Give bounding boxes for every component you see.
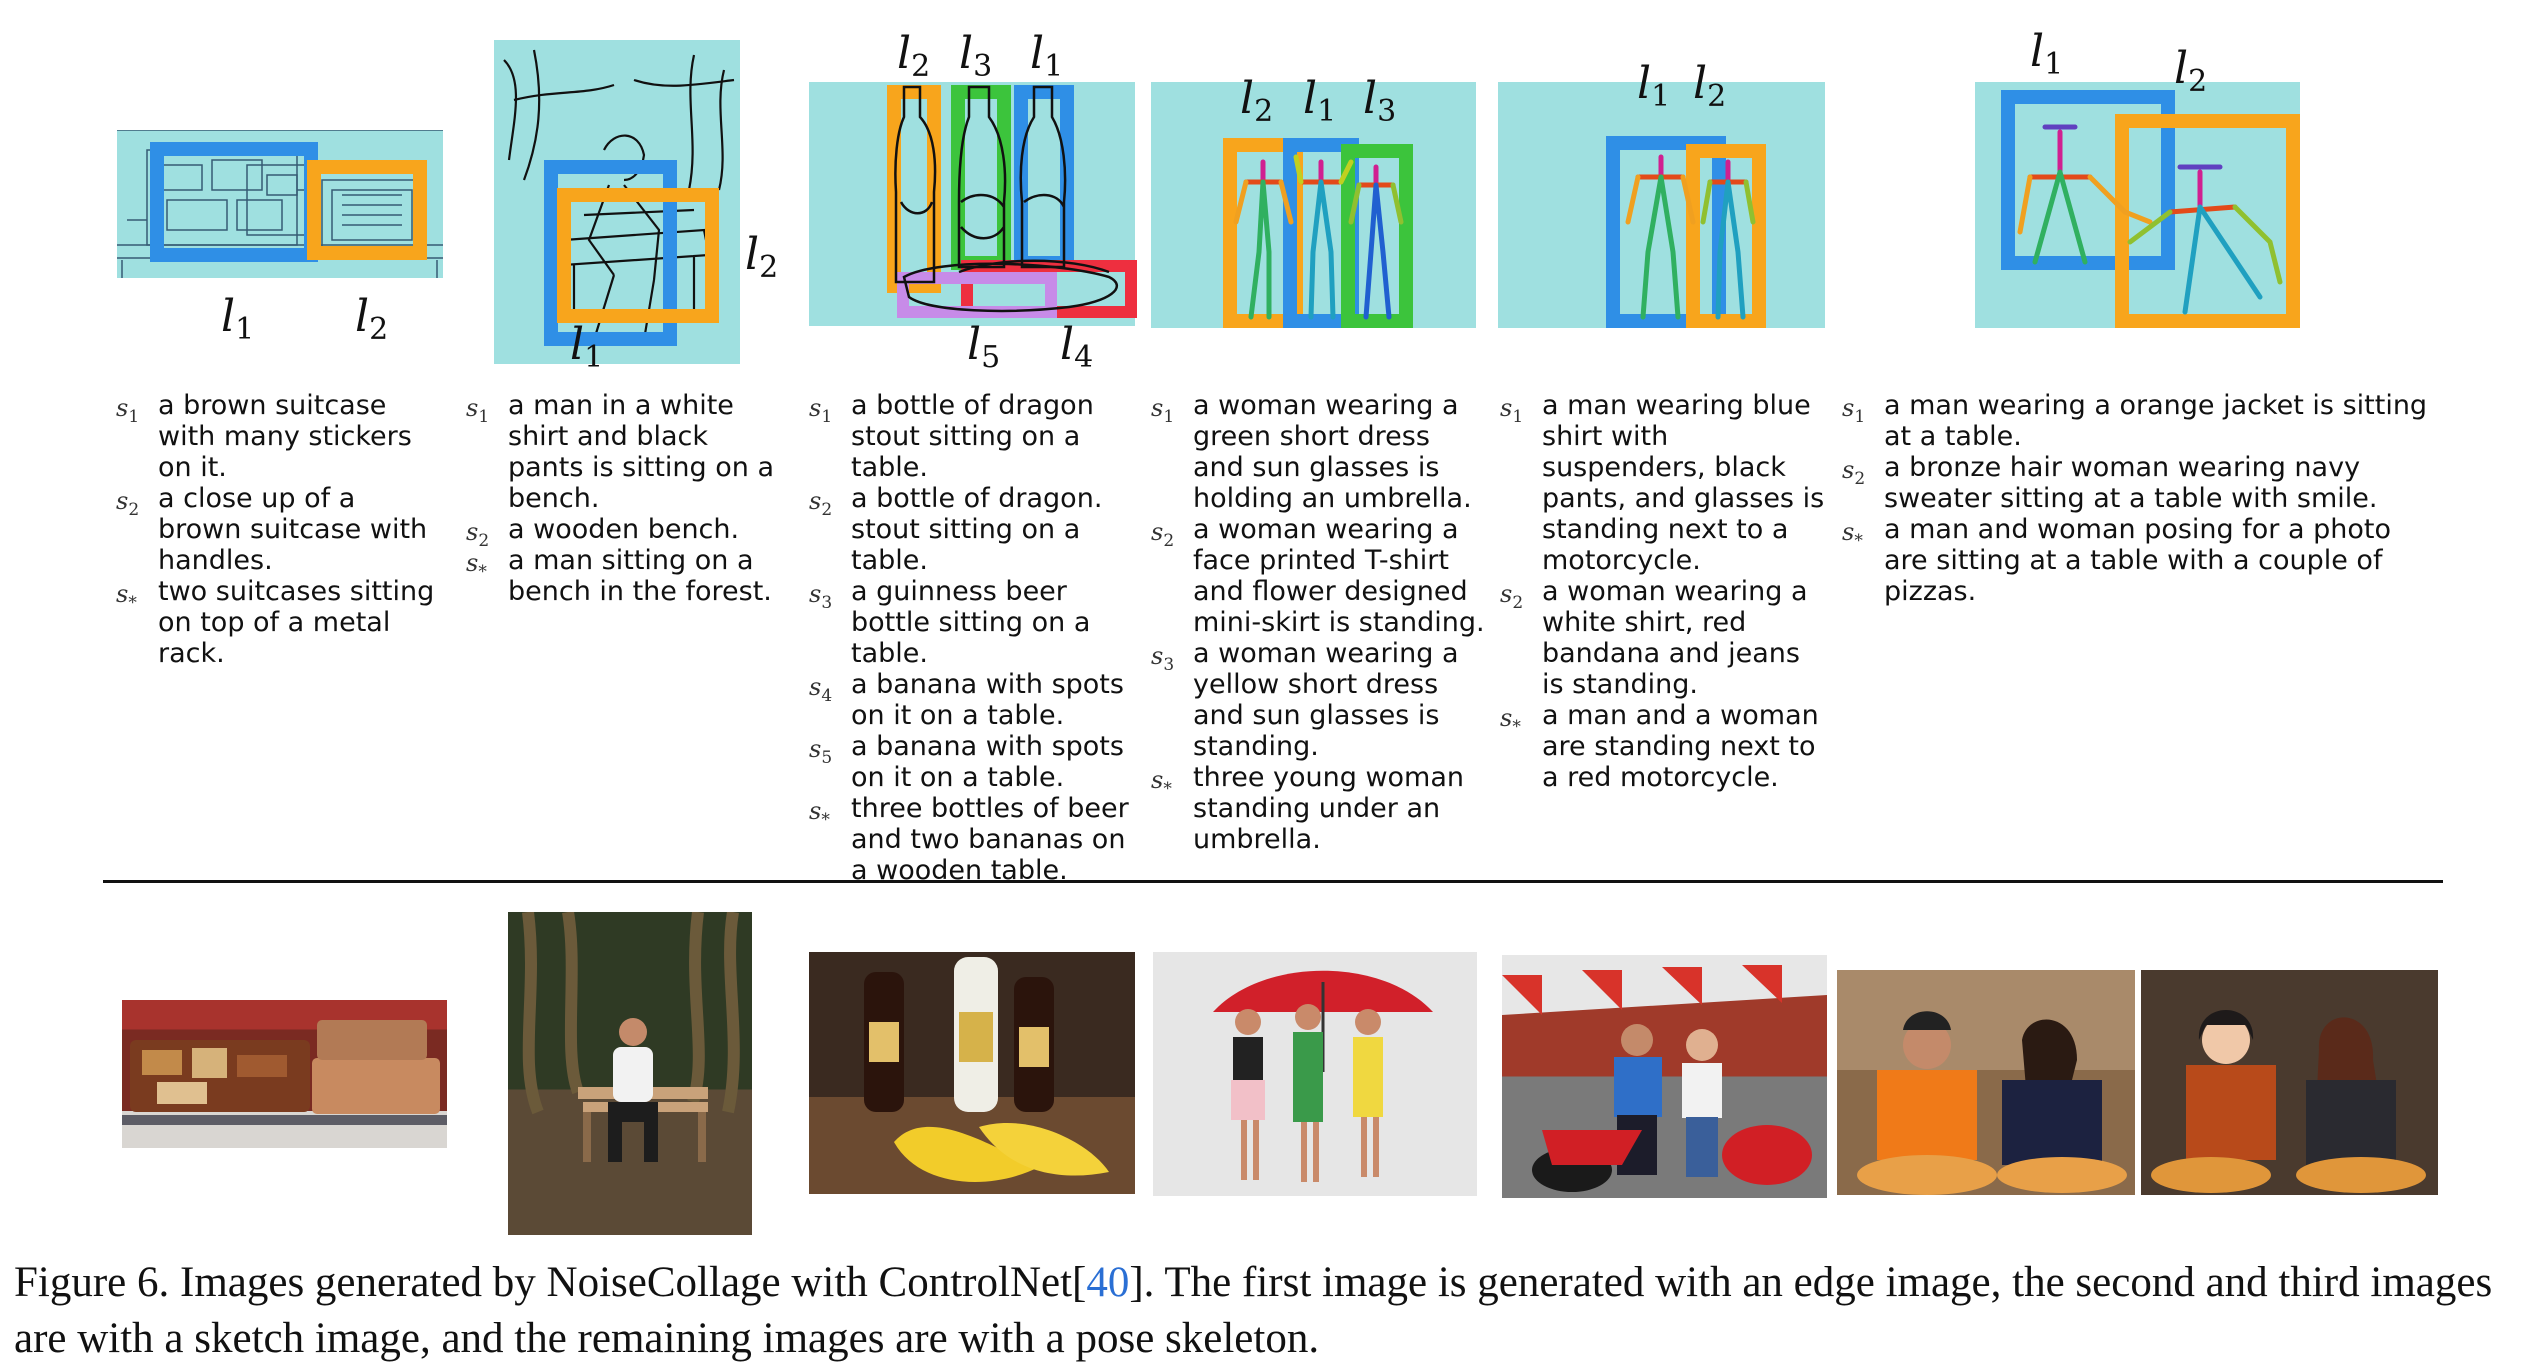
layout-box-l2 bbox=[557, 188, 719, 323]
caption-s-star: s*a man sitting on a bench in the forest… bbox=[466, 545, 772, 607]
pose-skeleton-drawing bbox=[1625, 154, 1756, 320]
section-divider bbox=[103, 880, 2443, 883]
region-label-l1: l1 bbox=[1303, 73, 1337, 130]
region-label-l2: l2 bbox=[745, 229, 779, 286]
region-label-l1: l1 bbox=[2030, 26, 2064, 83]
layout-panel-suitcases bbox=[117, 130, 443, 278]
pose-skeleton-drawing bbox=[1233, 154, 1404, 320]
layout-box-l1 bbox=[150, 142, 318, 262]
layout-panel-bottles bbox=[809, 82, 1137, 326]
layout-panel-three-women bbox=[1151, 82, 1476, 328]
region-label-l2: l2 bbox=[1240, 73, 1274, 130]
generated-image-bench bbox=[508, 912, 752, 1235]
pose-skeleton-drawing bbox=[2017, 124, 2283, 315]
caption-s-star: s*three young woman standing under an um… bbox=[1151, 762, 1465, 855]
region-label-l3: l3 bbox=[959, 28, 993, 85]
generated-image-three-women bbox=[1153, 952, 1477, 1196]
layout-box-l2 bbox=[307, 160, 427, 260]
region-label-l2: l2 bbox=[355, 291, 389, 348]
layout-box-l3 bbox=[1341, 144, 1413, 328]
generated-image-motorcycle bbox=[1502, 955, 1827, 1198]
region-label-l1: l1 bbox=[570, 319, 604, 376]
caption-s-star: s*a man and a woman are standing next to… bbox=[1500, 700, 1819, 793]
generated-image-suitcases bbox=[122, 1000, 447, 1148]
generated-image-pizza-photo bbox=[1837, 970, 2135, 1195]
layout-box-l5 bbox=[897, 272, 1057, 318]
region-label-l2: l2 bbox=[1693, 58, 1727, 115]
generated-image-pizza-anime bbox=[2141, 970, 2438, 1195]
region-label-l1: l1 bbox=[1637, 58, 1671, 115]
region-label-l5: l5 bbox=[967, 319, 1001, 376]
generated-image-bottles bbox=[809, 952, 1135, 1194]
citation-link[interactable]: 40 bbox=[1086, 1259, 1130, 1306]
region-label-l2: l2 bbox=[2174, 43, 2208, 100]
sketch-drawing bbox=[894, 85, 1118, 313]
layout-box-l2 bbox=[1686, 144, 1766, 328]
caption-s-star: s*a man and woman posing for a photo are… bbox=[1842, 514, 2391, 607]
layout-box-l1 bbox=[2001, 90, 2175, 270]
region-label-l1: l1 bbox=[1030, 28, 1064, 85]
caption-s-star: s*two suitcases sitting on top of a meta… bbox=[116, 576, 435, 669]
layout-panel-bench bbox=[494, 40, 740, 364]
layout-box-l1 bbox=[544, 160, 677, 346]
region-label-l4: l4 bbox=[1060, 319, 1094, 376]
layout-box-l2 bbox=[2115, 114, 2300, 328]
region-label-l3: l3 bbox=[1363, 73, 1397, 130]
region-label-l2: l2 bbox=[897, 28, 931, 85]
region-label-l1: l1 bbox=[221, 291, 255, 348]
layout-panel-pizza bbox=[1975, 82, 2300, 328]
layout-panel-motorcycle bbox=[1498, 82, 1825, 328]
figure-caption: Figure 6. Images generated by NoiseColla… bbox=[14, 1259, 2493, 1362]
caption-s-star: s*three bottles of beer and two bananas … bbox=[809, 793, 1129, 886]
